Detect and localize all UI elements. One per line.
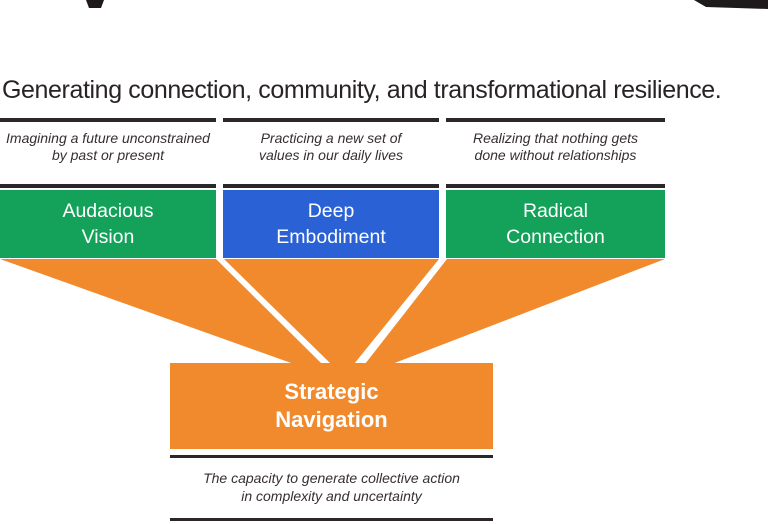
diagram-title: Generating connection, community, and tr…	[2, 76, 722, 104]
caption-line: The capacity to generate collective acti…	[203, 470, 460, 486]
box-label-line: Embodiment	[276, 226, 386, 248]
separator-bottom-lower	[170, 518, 493, 521]
description-line: values in our daily lives	[259, 147, 403, 163]
separator-mid-col3	[446, 184, 665, 188]
strategic-navigation-caption: The capacity to generate collective acti…	[130, 470, 533, 505]
top-left-artifact-shape	[86, 0, 104, 8]
box-label-line: Audacious	[62, 200, 154, 222]
top-right-artifact-shape	[694, 0, 768, 9]
description-line: done without relationships	[474, 147, 637, 163]
description-audacious-vision: Imagining a future unconstrained by past…	[0, 130, 216, 164]
separator-top-col3	[446, 118, 665, 122]
box-label-line: Vision	[81, 226, 135, 248]
box-label-line: Deep	[307, 200, 355, 222]
separator-top-col1	[0, 118, 216, 122]
separator-mid-col2	[223, 184, 439, 188]
description-line: Imagining a future unconstrained	[6, 130, 210, 146]
box-radical-connection: Radical Connection	[446, 190, 665, 258]
description-line: by past or present	[51, 147, 165, 163]
separator-bottom-upper	[170, 455, 493, 458]
box-label-line: Navigation	[275, 407, 388, 432]
top-edge-artifacts	[86, 0, 768, 9]
wedge-right	[365, 259, 665, 364]
separator-mid-col1	[0, 184, 216, 188]
box-label-line: Connection	[506, 226, 605, 248]
description-deep-embodiment: Practicing a new set of values in our da…	[223, 130, 439, 164]
box-deep-embodiment: Deep Embodiment	[223, 190, 439, 258]
description-line: Practicing a new set of	[260, 130, 402, 146]
box-audacious-vision: Audacious Vision	[0, 190, 216, 258]
description-line: Realizing that nothing gets	[473, 130, 638, 146]
caption-line: in complexity and uncertainty	[241, 487, 422, 504]
description-radical-connection: Realizing that nothing gets done without…	[446, 130, 665, 164]
wedge-middle	[224, 259, 439, 364]
box-strategic-navigation: Strategic Navigation	[170, 363, 493, 449]
box-label-line: Strategic	[284, 379, 379, 404]
separator-top-col2	[223, 118, 439, 122]
box-label-line: Radical	[522, 200, 589, 222]
wedge-left	[0, 259, 322, 364]
